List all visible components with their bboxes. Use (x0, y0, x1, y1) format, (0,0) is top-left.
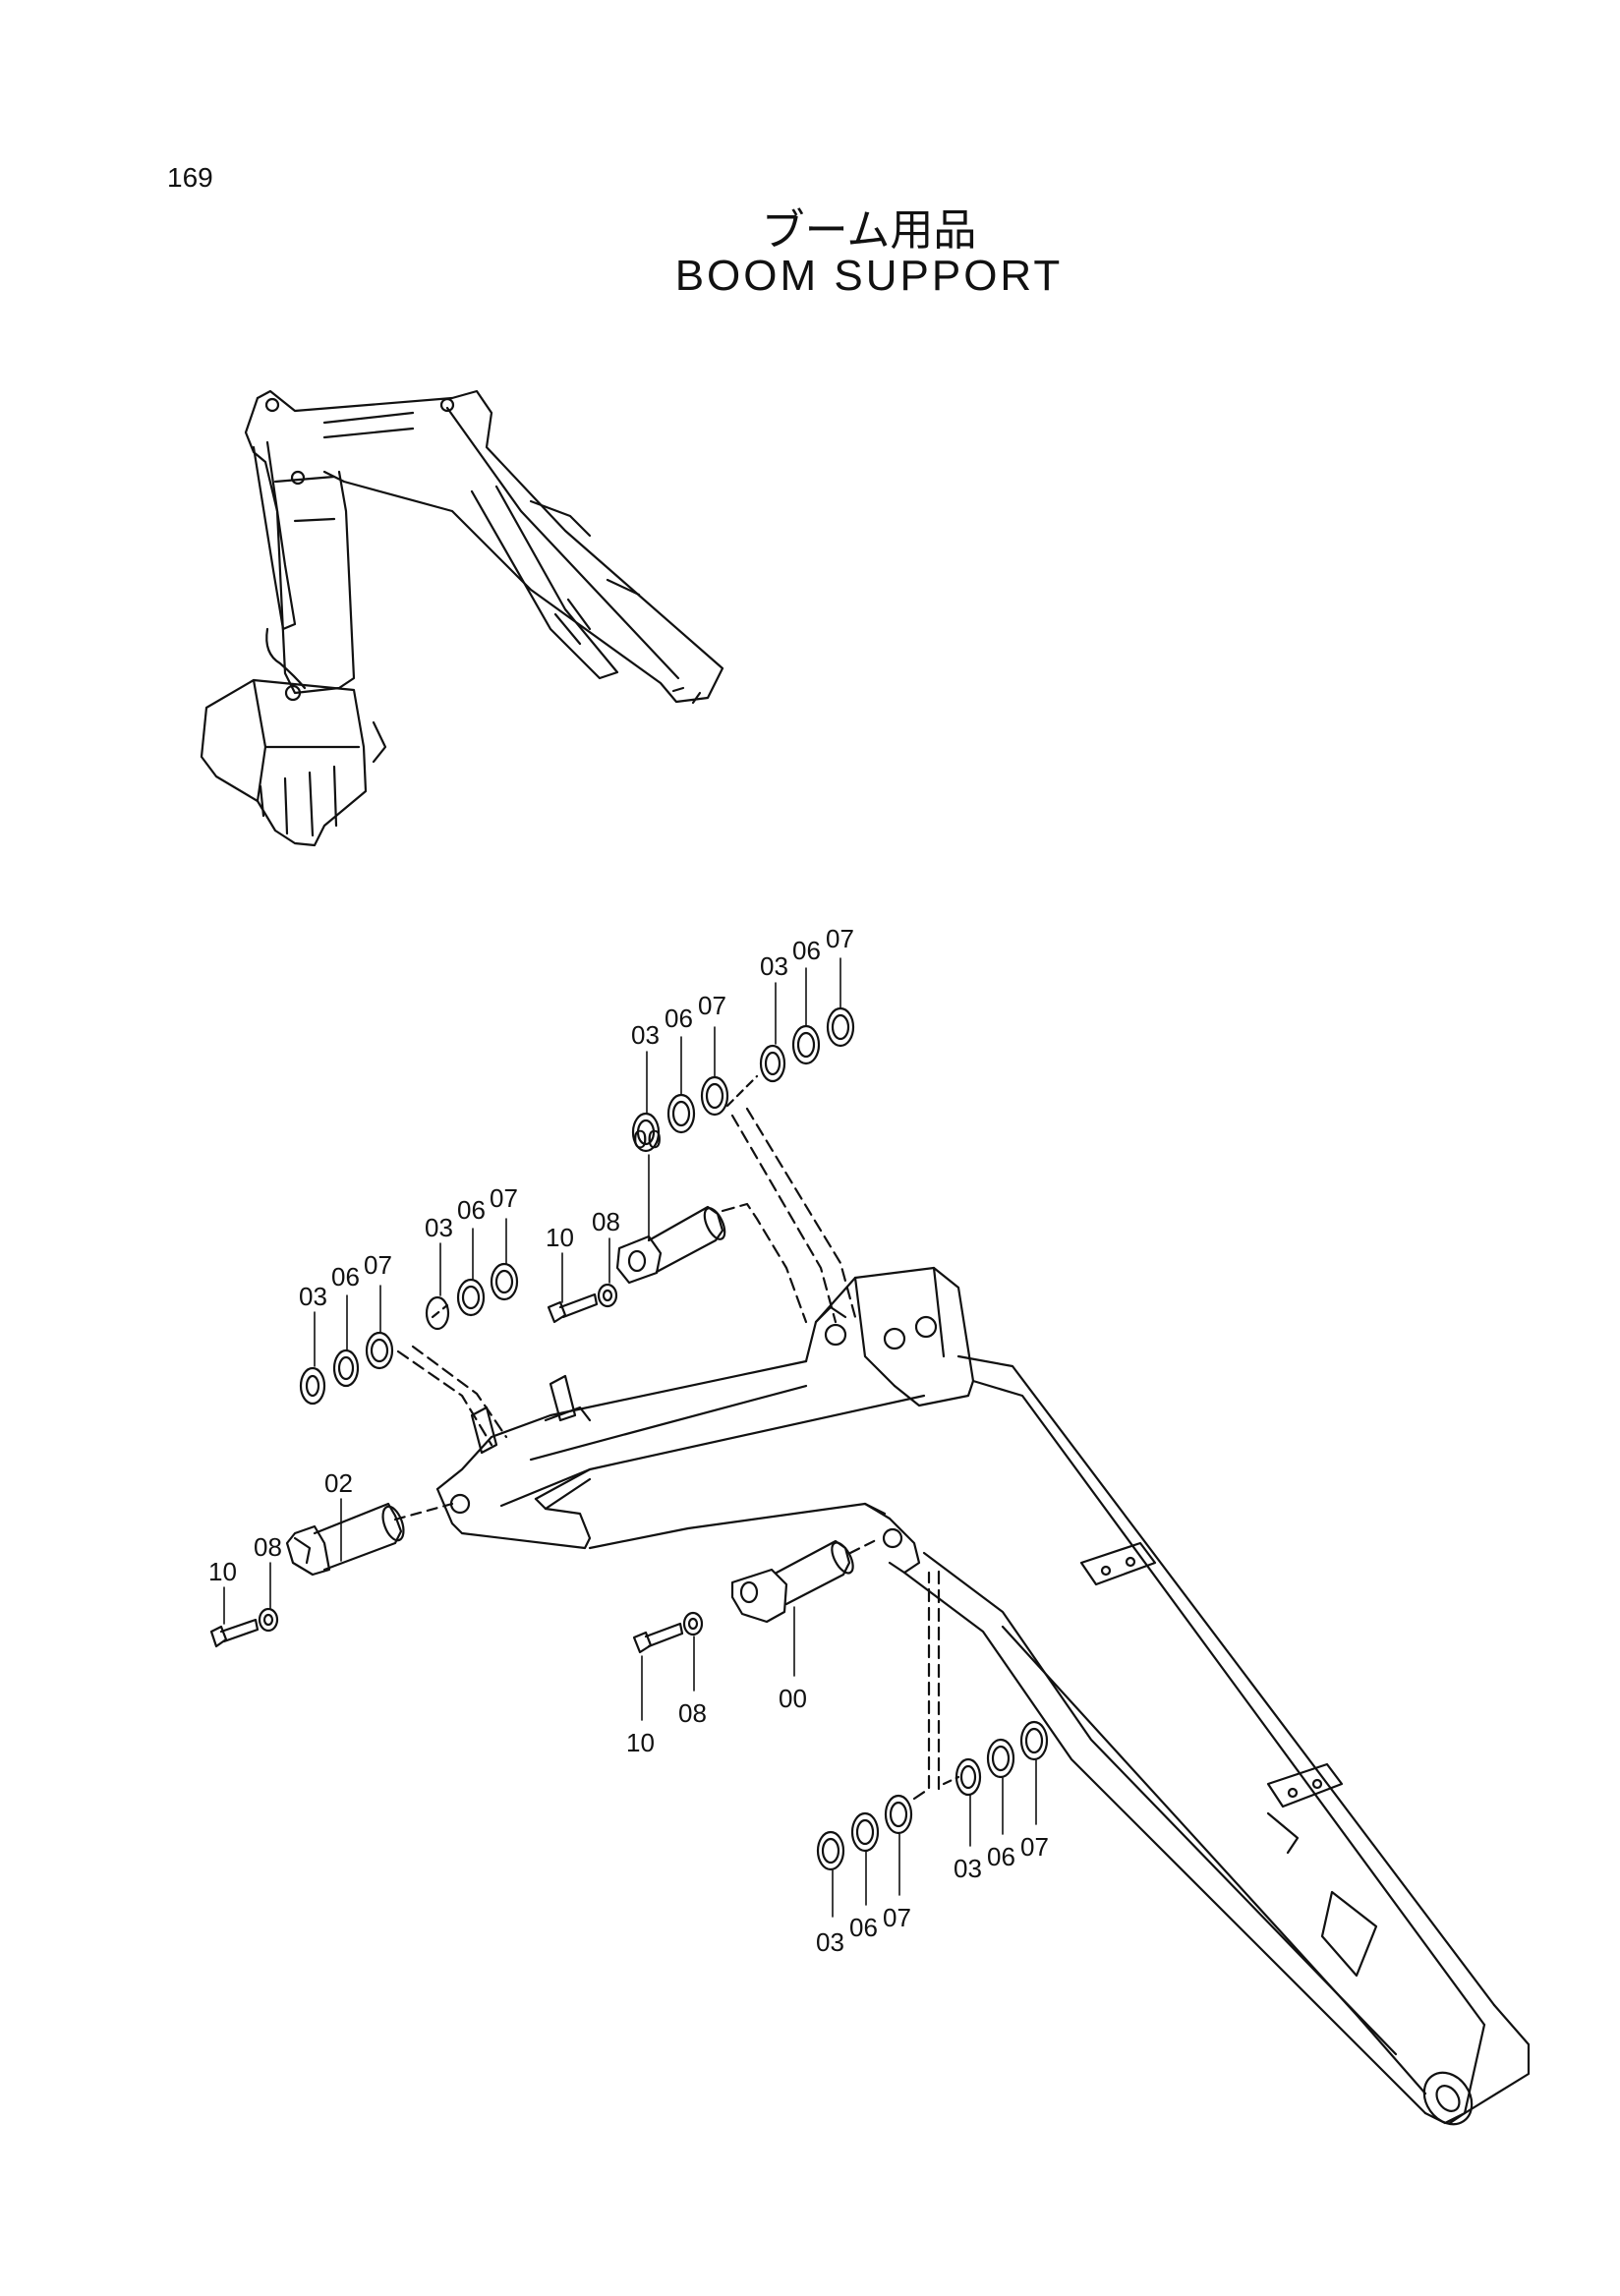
leader-lines (223, 957, 1037, 1918)
callout-03: 03 (299, 1282, 327, 1311)
callout-07: 07 (490, 1183, 518, 1213)
overview-excavator-arm (200, 389, 724, 847)
boom-foot-pin-assembly (209, 1493, 471, 1648)
callout-10: 10 (546, 1223, 574, 1252)
callout-07: 07 (883, 1903, 911, 1932)
callout-07: 07 (698, 991, 726, 1020)
callout-02: 02 (324, 1468, 353, 1498)
callout-06: 06 (987, 1842, 1015, 1871)
callout-00: 00 (633, 1124, 662, 1154)
callout-06: 06 (665, 1004, 693, 1033)
callout-labels: 03 06 07 03 06 07 03 06 07 03 06 07 00 0… (208, 924, 1049, 1957)
callout-06: 06 (331, 1262, 360, 1292)
callout-06: 06 (457, 1195, 486, 1225)
callout-03: 03 (954, 1854, 982, 1883)
callout-00: 00 (779, 1684, 807, 1713)
callout-03: 03 (631, 1020, 660, 1050)
upper-pin-assembly (547, 1202, 808, 1324)
callout-03: 03 (425, 1213, 453, 1242)
page-number: 169 (167, 162, 213, 193)
title-english: BOOM SUPPORT (674, 252, 1064, 300)
callout-10: 10 (208, 1557, 237, 1586)
callout-06: 06 (792, 936, 821, 965)
callout-08: 08 (678, 1698, 707, 1728)
title-japanese: ブーム用品 (761, 205, 977, 256)
callout-03: 03 (760, 951, 788, 981)
callout-03: 03 (816, 1927, 844, 1957)
callout-06: 06 (849, 1913, 878, 1942)
callout-07: 07 (364, 1250, 392, 1280)
callout-10: 10 (626, 1728, 655, 1757)
callout-08: 08 (254, 1532, 282, 1562)
callout-07: 07 (826, 924, 854, 953)
washer-group-upper-left (299, 1262, 519, 1447)
callout-07: 07 (1020, 1832, 1049, 1862)
callout-08: 08 (592, 1207, 620, 1236)
washer-group-lower (816, 1566, 1049, 1871)
washer-group-top (631, 1006, 857, 1324)
boom-body (435, 1266, 1531, 2126)
lower-pin-assembly (632, 1536, 882, 1654)
